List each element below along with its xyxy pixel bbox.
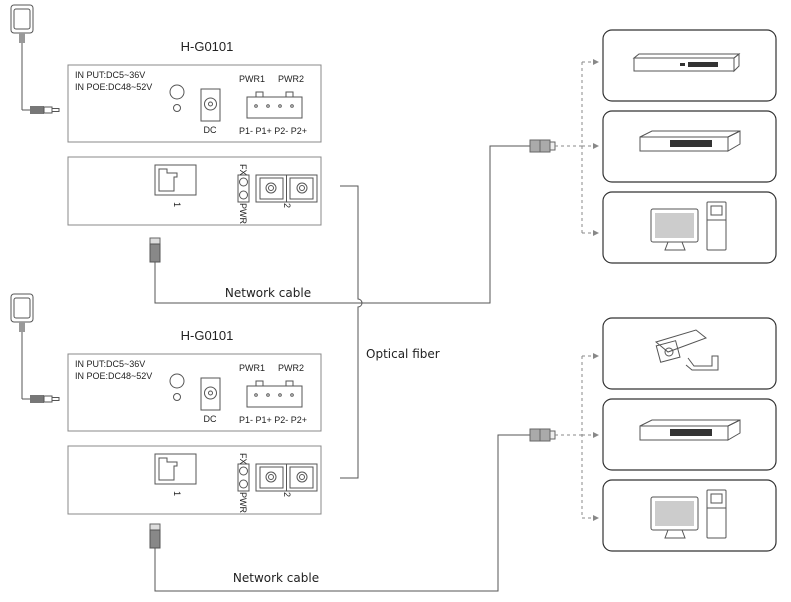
- optical-fiber-line: [340, 185, 363, 479]
- camera-icon: [654, 329, 719, 371]
- power-adapter-icon: [10, 4, 60, 115]
- model-title: H-G0101: [181, 328, 234, 343]
- network-cable-line: [154, 434, 530, 592]
- optical-fiber-label: Optical fiber: [366, 347, 440, 361]
- port2-label: 2: [282, 492, 292, 497]
- rj45-plug-icon: [529, 428, 556, 442]
- network-cable-line: [154, 145, 530, 304]
- terminal-labels: P1- P1+ P2- P2+: [239, 126, 307, 136]
- dc-label: DC: [204, 414, 217, 424]
- network-cable-label: Network cable: [225, 286, 311, 300]
- fx-label: FX: [238, 164, 248, 176]
- device-box-camera: [602, 317, 777, 390]
- port2-label: 2: [282, 203, 292, 208]
- router-icon: [632, 52, 741, 73]
- port1-label: 1: [172, 202, 182, 207]
- fx-label: FX: [238, 453, 248, 465]
- dc-label: DC: [204, 125, 217, 135]
- network-cable-label: Network cable: [233, 571, 319, 585]
- poe-spec: IN POE:DC48~52V: [75, 371, 152, 381]
- pwr1-label: PWR1: [239, 363, 265, 373]
- pwr2-label: PWR2: [278, 363, 304, 373]
- power-adapter-icon: [10, 293, 60, 404]
- input-spec: IN PUT:DC5~36V: [75, 70, 145, 80]
- media-converter-top: H-G0101 IN PUT:DC5~36V IN POE:DC48~52V D…: [67, 39, 322, 226]
- pwr-label: PWR: [238, 203, 248, 224]
- pwr-label: PWR: [238, 492, 248, 513]
- port1-label: 1: [172, 491, 182, 496]
- terminal-labels: P1- P1+ P2- P2+: [239, 415, 307, 425]
- media-converter-bottom: H-G0101 IN PUT:DC5~36V IN POE:DC48~52V D…: [67, 328, 322, 515]
- rj45-plug-icon: [149, 523, 161, 549]
- rj45-plug-icon: [149, 237, 161, 263]
- pwr2-label: PWR2: [278, 74, 304, 84]
- rj45-plug-icon: [529, 139, 556, 153]
- model-title: H-G0101: [181, 39, 234, 54]
- poe-spec: IN POE:DC48~52V: [75, 82, 152, 92]
- pwr1-label: PWR1: [239, 74, 265, 84]
- input-spec: IN PUT:DC5~36V: [75, 359, 145, 369]
